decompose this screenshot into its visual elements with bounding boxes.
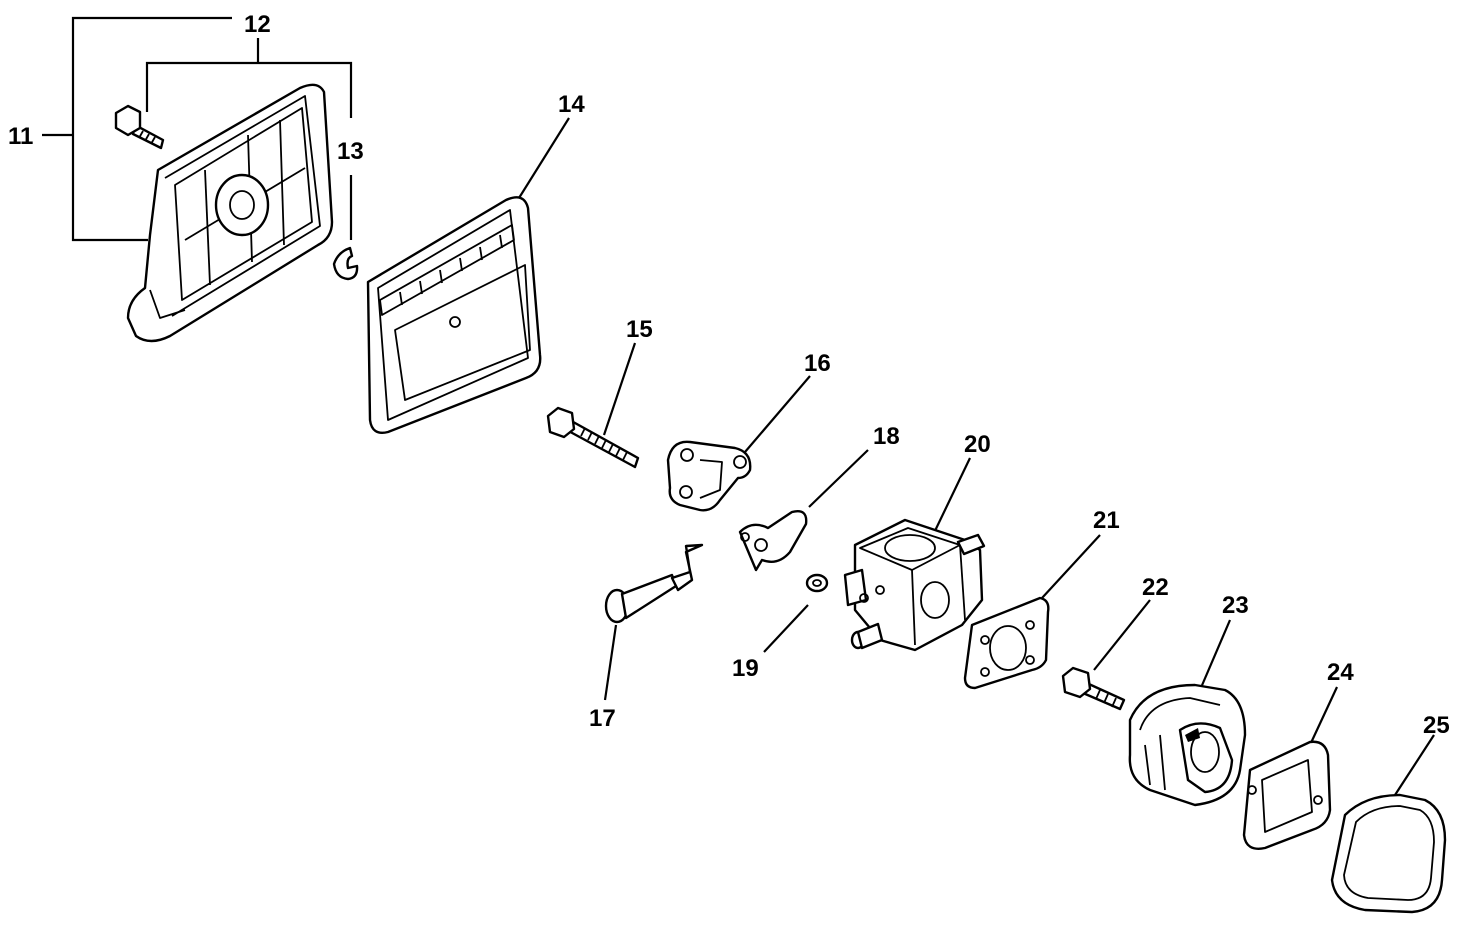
callout-20: 20 [964,431,991,458]
part-21-gasket [963,596,1050,690]
leader-15 [602,342,637,436]
part-15-long-bolt [546,406,640,469]
leader-18 [808,449,869,508]
part-18-choke-plate [738,510,808,572]
part-22-bolt [1061,666,1126,711]
callout-11: 11 [8,123,33,150]
part-23-insulator [1128,683,1247,807]
leader-11-bracket [71,16,232,242]
callout-23: 23 [1222,592,1249,619]
part-24-gasket [1242,740,1332,850]
callout-25: 25 [1423,712,1450,739]
part-20-carburetor [843,518,986,652]
callout-14: 14 [558,91,585,118]
part-12-bolt [114,104,165,150]
leader-19 [763,604,809,653]
callout-21: 21 [1093,507,1120,534]
leader-lines [42,16,1435,796]
leader-14 [518,117,570,199]
part-17-choke-knob [604,543,704,624]
callout-16: 16 [804,350,831,377]
leader-17 [603,624,618,701]
leader-20 [932,457,971,536]
leader-16 [744,375,811,453]
callout-17: 17 [589,705,616,732]
callout-24: 24 [1327,659,1354,686]
callout-13: 13 [337,138,364,165]
callout-19: 19 [732,655,759,682]
part-14-air-filter [366,196,542,434]
leader-22 [1093,599,1151,671]
part-19-washer [805,573,829,593]
part-16-bracket [666,440,752,512]
callout-18: 18 [873,423,900,450]
leader-23 [1198,619,1232,691]
leader-25 [1394,734,1435,796]
callout-labels: 11 12 13 14 15 16 17 18 19 20 21 22 23 2… [8,11,1450,739]
part-13-e-clip [332,246,359,281]
leader-21 [1041,534,1101,599]
callout-12: 12 [244,11,271,38]
callout-15: 15 [626,316,653,343]
callout-22: 22 [1142,574,1169,601]
leader-12-bracket [145,61,353,118]
part-25-gasket-ring [1330,793,1447,914]
part-11-air-cleaner-cover [126,83,334,343]
